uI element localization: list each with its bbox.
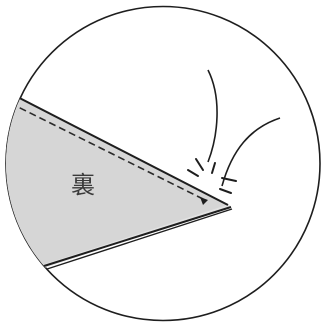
fabric-side-label: 裏 [71,171,95,199]
